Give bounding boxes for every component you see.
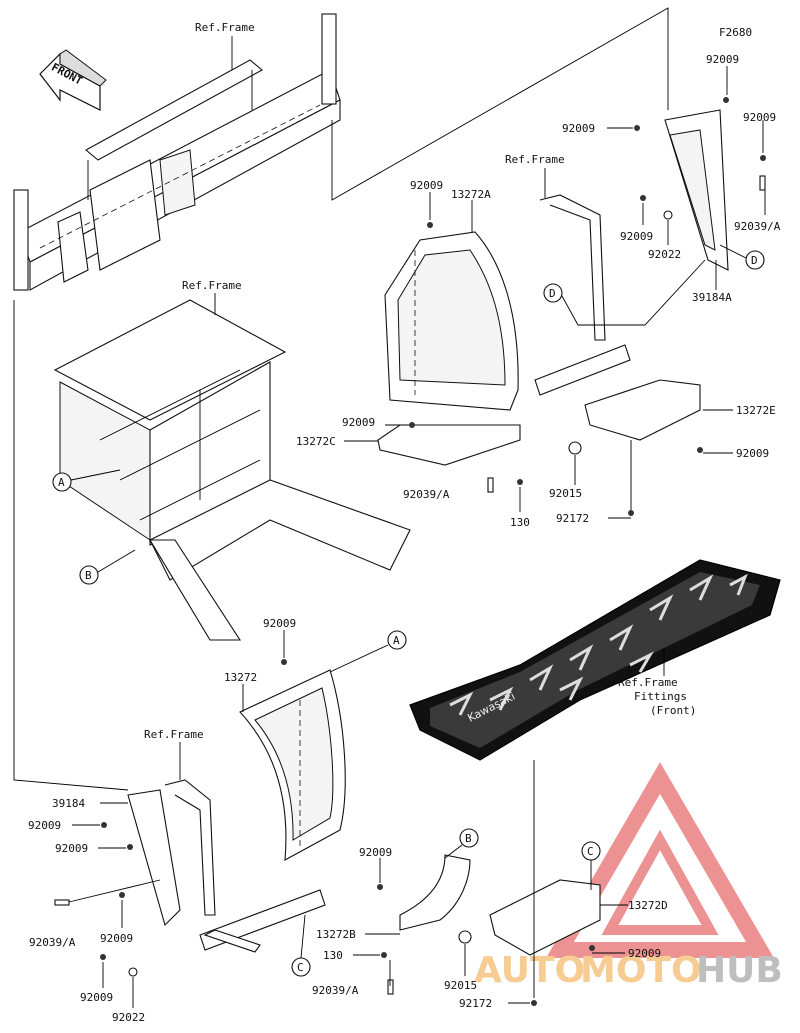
bolt-icon (531, 1000, 537, 1006)
rear-mudguard-13272a (384, 231, 519, 411)
front-flap-13272b (399, 854, 471, 931)
part-label-92009: 92009 (263, 617, 296, 630)
part-label-92172: 92172 (556, 512, 589, 525)
callout-d-2: D (751, 254, 758, 267)
bolt-icon (100, 954, 106, 960)
part-label-13272: 13272 (224, 671, 257, 684)
bolt-icon (281, 659, 287, 665)
clip-icon (387, 979, 394, 995)
bolt-icon (760, 155, 766, 161)
clip-icon (487, 477, 494, 493)
bolt-icon (119, 892, 125, 898)
clip-icon (54, 899, 70, 906)
bolt-icon (377, 884, 383, 890)
floor-mat: Kawasaki (409, 559, 781, 761)
part-label-92009: 92009 (620, 230, 653, 243)
bolt-icon (101, 822, 107, 828)
part-label-92022: 92022 (112, 1011, 145, 1024)
grommet-icon (568, 441, 582, 455)
part-label-13272d: 13272D (628, 899, 668, 912)
right-frame-member (534, 194, 631, 396)
part-label-92039a: 92039/A (403, 488, 450, 501)
watermark-auto: AUTO (474, 950, 585, 991)
part-label-92009: 92009 (359, 846, 392, 859)
part-label-92039a: 92039/A (312, 984, 359, 997)
bolt-icon (517, 479, 523, 485)
ref-fittings-line1: Ref.Frame (618, 676, 678, 689)
ref-frame-top-left: Ref.Frame (195, 21, 255, 34)
washer-icon (128, 967, 138, 977)
figure-code: F2680 (719, 26, 752, 39)
rear-cage-frame (13, 13, 341, 291)
callout-d-1: D (549, 287, 556, 300)
lower-flap-13272c (377, 424, 521, 466)
front-direction-arrow: FRONT (39, 49, 107, 111)
bolt-icon (697, 447, 703, 453)
callout-a-1: A (58, 476, 65, 489)
clip-icon (759, 175, 766, 191)
ref-frame-bottom: Ref.Frame (144, 728, 204, 741)
bolt-icon (634, 125, 640, 131)
part-label-130: 130 (510, 516, 530, 529)
front-frame-plate-39184 (127, 789, 181, 927)
part-label-92039a: 92039/A (29, 936, 76, 949)
part-label-92022: 92022 (648, 248, 681, 261)
ref-fittings-line2: Fittings (634, 690, 687, 703)
part-label-92015: 92015 (549, 487, 582, 500)
ref-fittings-line3: (Front) (650, 704, 696, 717)
part-labels: 92009 92009 92009 92009 39184A 92039/A 9… (28, 53, 781, 1024)
bolt-icon (589, 945, 595, 951)
part-label-92009: 92009 (342, 416, 375, 429)
part-label-92009: 92009 (736, 447, 769, 460)
part-label-13272e: 13272E (736, 404, 776, 417)
callout-a-2: A (393, 634, 400, 647)
ref-frame-mid: Ref.Frame (182, 279, 242, 292)
callout-c-1: C (297, 961, 304, 974)
part-label-92039a: 92039/A (734, 220, 781, 233)
washer-icon (663, 210, 673, 220)
part-label-92009: 92009 (100, 932, 133, 945)
bolt-icon (127, 844, 133, 850)
part-label-92009: 92009 (410, 179, 443, 192)
part-label-92009: 92009 (743, 111, 776, 124)
part-label-39184: 39184 (52, 797, 85, 810)
part-label-92172: 92172 (459, 997, 492, 1010)
bolt-icon (381, 952, 387, 958)
front-lower-frame (164, 779, 326, 953)
part-label-92009: 92009 (706, 53, 739, 66)
front-side-mudguard-13272d (489, 879, 601, 956)
bolt-icon (409, 422, 415, 428)
callout-b-1: B (85, 569, 92, 582)
part-label-13272c: 13272C (296, 435, 336, 448)
callout-b-2: B (465, 832, 472, 845)
watermark-logo: AUTO MOTO HUB (474, 762, 783, 991)
part-label-13272a: 13272A (451, 188, 491, 201)
watermark-hub: HUB (696, 950, 783, 991)
part-label-130: 130 (323, 949, 343, 962)
bolt-icon (427, 222, 433, 228)
part-label-92009: 92009 (562, 122, 595, 135)
rear-frame-plate-39184a (664, 109, 729, 271)
bolt-icon (640, 195, 646, 201)
side-mudguard-13272e (584, 379, 701, 441)
part-label-92009: 92009 (28, 819, 61, 832)
watermark-moto: MOTO (580, 950, 702, 991)
callout-c-2: C (587, 845, 594, 858)
part-label-13272b: 13272B (316, 928, 356, 941)
main-chassis-frame (53, 299, 411, 641)
part-label-92009: 92009 (628, 947, 661, 960)
bolt-icon (723, 97, 729, 103)
front-fender-13272 (239, 669, 346, 861)
ref-frame-top-right: Ref.Frame (505, 153, 565, 166)
grommet-icon (458, 930, 472, 944)
bolt-icon (628, 510, 634, 516)
part-label-39184a: 39184A (692, 291, 732, 304)
part-label-92009: 92009 (55, 842, 88, 855)
part-label-92015: 92015 (444, 979, 477, 992)
part-label-92009: 92009 (80, 991, 113, 1004)
